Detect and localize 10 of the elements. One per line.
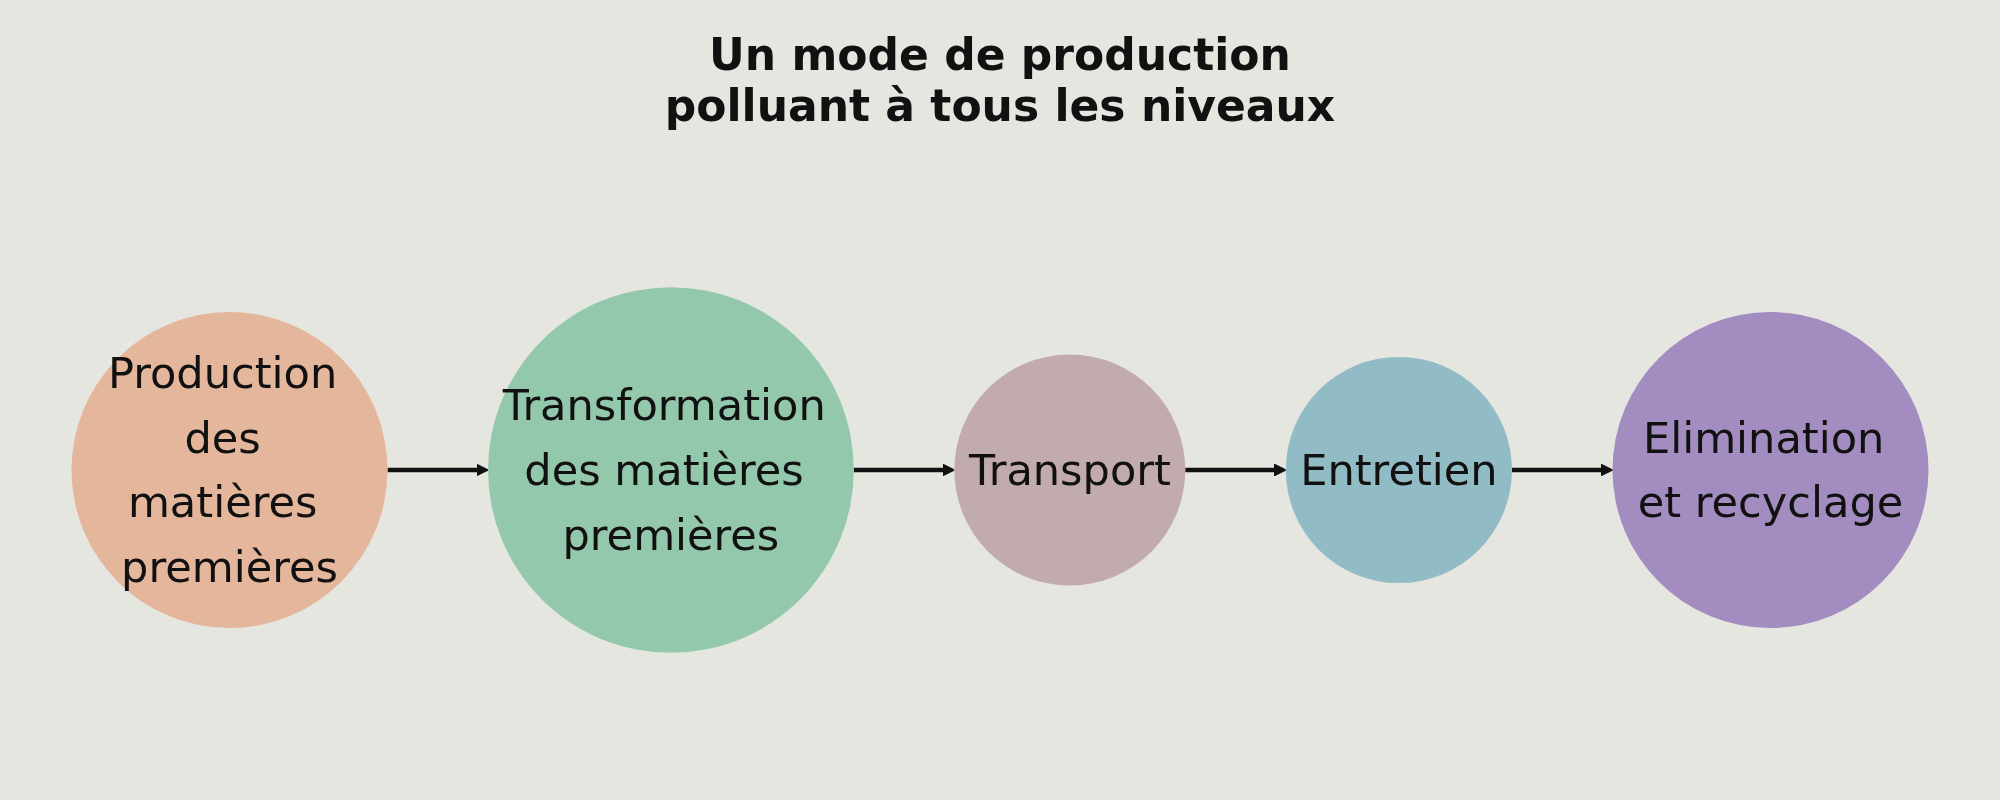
node-circle: Production des matières premières <box>71 312 388 628</box>
node-circle: Elimination et recyclage <box>1612 312 1929 628</box>
title: Un mode de production polluant à tous les niveaux <box>663 30 1337 132</box>
node-circle: Entretien <box>1285 356 1512 584</box>
arrow <box>1185 463 1287 477</box>
arrow <box>387 463 489 477</box>
node-circle: Transformation des matières premières <box>488 287 854 653</box>
arrow <box>1511 463 1614 477</box>
arrow <box>853 463 955 477</box>
node-circle: Transport <box>954 354 1186 586</box>
